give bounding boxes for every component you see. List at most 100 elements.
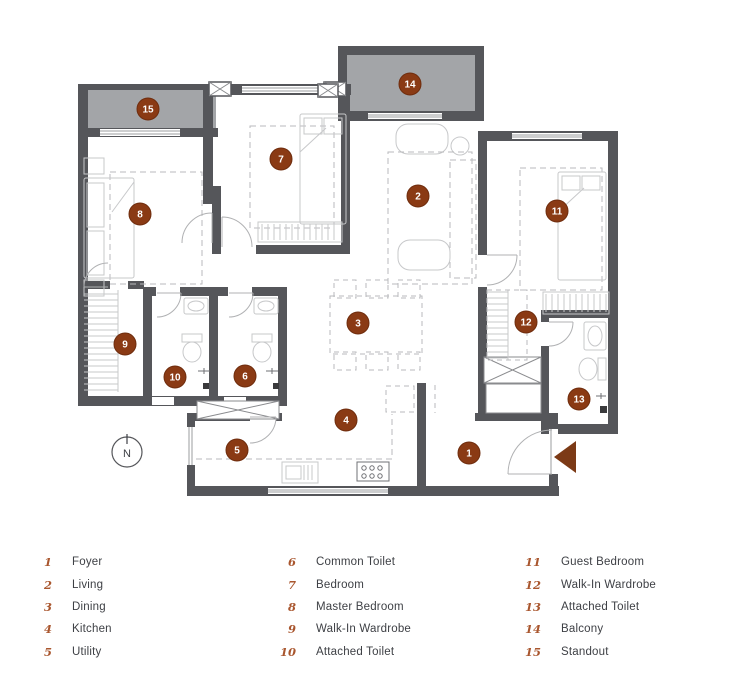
- legend-item-number: 10: [279, 644, 296, 659]
- legend-item-label: Master Bedroom: [316, 600, 404, 613]
- room-marker-5: [225, 438, 249, 462]
- hob: [356, 461, 390, 482]
- legend-item-label: Walk-In Wardrobe: [316, 623, 412, 636]
- furniture: [83, 113, 610, 484]
- room-marker-9: [113, 332, 137, 356]
- bed-guest: [519, 167, 607, 291]
- wardrobe-rail-9: [84, 290, 119, 392]
- legend-item: 11 Guest Bedroom: [517, 551, 656, 573]
- legend-item-label: Attached Toilet: [561, 600, 640, 613]
- north-label: N: [123, 448, 131, 460]
- room-marker-number: 12: [520, 318, 532, 329]
- legend-item-label: Utility: [72, 645, 102, 658]
- room-marker-number: 8: [137, 210, 143, 221]
- room-marker-8: [128, 202, 152, 226]
- dining-table: [329, 279, 423, 371]
- legend-item: 15 Standout: [517, 641, 656, 663]
- room-marker-number: 15: [142, 105, 154, 116]
- legend-item: 9 Walk-In Wardrobe: [272, 618, 411, 640]
- legend-item: 13 Attached Toilet: [517, 596, 656, 618]
- legend-item-number: 6: [287, 555, 296, 570]
- room-marker-6: [233, 364, 257, 388]
- legend-item-label: Balcony: [561, 623, 604, 636]
- legend-item-label: Dining: [72, 600, 106, 613]
- legend-item-label: Walk-In Wardrobe: [561, 578, 657, 591]
- north-indicator: N: [111, 434, 143, 468]
- legend-item-label: Attached Toilet: [316, 645, 395, 658]
- legend-item: 12 Walk-In Wardrobe: [517, 573, 656, 595]
- room-marker-7: [269, 147, 293, 171]
- legend-item-number: 9: [287, 622, 296, 637]
- legend-item-number: 12: [524, 577, 541, 592]
- room-marker-number: 1: [466, 449, 472, 460]
- legend-item-label: Standout: [561, 645, 609, 658]
- room-marker-4: [334, 408, 358, 432]
- legend-item-number: 7: [287, 577, 296, 592]
- legend-item: 3 Dining: [28, 596, 112, 618]
- legend-item: 10 Attached Toilet: [272, 641, 411, 663]
- legend-item: 6 Common Toilet: [272, 551, 411, 573]
- entry-arrow-icon: [554, 441, 576, 473]
- toilet-13-fixtures: [578, 321, 607, 413]
- toilet-6-fixtures: [251, 297, 279, 389]
- room-marker-number: 10: [169, 373, 181, 384]
- legend-item: 8 Master Bedroom: [272, 596, 411, 618]
- room-marker-number: 14: [404, 80, 416, 91]
- room-marker-12: [514, 310, 538, 334]
- legend-item-label: Living: [72, 578, 104, 591]
- legend-item-number: 14: [524, 622, 541, 637]
- room-marker-3: [346, 311, 370, 335]
- door-swings: [83, 212, 574, 475]
- legend-item-number: 3: [43, 599, 52, 614]
- toilet-10-fixtures: [181, 297, 210, 389]
- room-marker-10: [163, 365, 187, 389]
- room-marker-number: 7: [278, 155, 284, 166]
- legend-item-label: Common Toilet: [316, 556, 396, 569]
- legend-item-number: 13: [524, 599, 541, 614]
- legend-item-number: 15: [524, 644, 541, 659]
- bed-master: [83, 157, 203, 297]
- column-box: [208, 81, 347, 98]
- room-marker-number: 5: [234, 446, 240, 457]
- sofa-set: [387, 123, 477, 285]
- service-shaft: [196, 356, 542, 420]
- legend-item: 14 Balcony: [517, 618, 656, 640]
- legend-item-number: 8: [287, 599, 296, 614]
- shafts: [196, 81, 542, 420]
- legend-column-3: 11 Guest Bedroom 12 Walk-In Wardrobe 13 Attac…: [517, 551, 656, 663]
- legend-item-label: Guest Bedroom: [561, 556, 645, 569]
- legend-item-number: 4: [43, 622, 52, 637]
- legend-item-number: 1: [43, 555, 52, 570]
- kitchen-counter: [196, 385, 436, 484]
- legend-item-number: 5: [43, 644, 52, 659]
- wardrobe-bedroom: [257, 221, 343, 243]
- room-marker-number: 9: [122, 340, 128, 351]
- legend-item-number: 11: [524, 555, 541, 570]
- bed-bedroom: [249, 113, 347, 229]
- legend-item-label: Foyer: [72, 556, 103, 569]
- room-marker-1: [457, 441, 481, 465]
- room-marker-number: 13: [573, 395, 585, 406]
- room-marker-15: [136, 97, 160, 121]
- room-marker-number: 2: [415, 192, 421, 203]
- room-marker-2: [406, 184, 430, 208]
- legend-item: 2 Living: [28, 573, 112, 595]
- room-marker-number: 3: [355, 319, 361, 330]
- room-marker-13: [567, 387, 591, 411]
- wardrobe-guest: [542, 291, 610, 315]
- room-marker-11: [545, 199, 569, 223]
- legend-item-number: 2: [43, 577, 52, 592]
- room-marker-14: [398, 72, 422, 96]
- room-marker-number: 11: [552, 207, 563, 218]
- legend-item: 1 Foyer: [28, 551, 112, 573]
- room-marker-number: 4: [343, 416, 349, 427]
